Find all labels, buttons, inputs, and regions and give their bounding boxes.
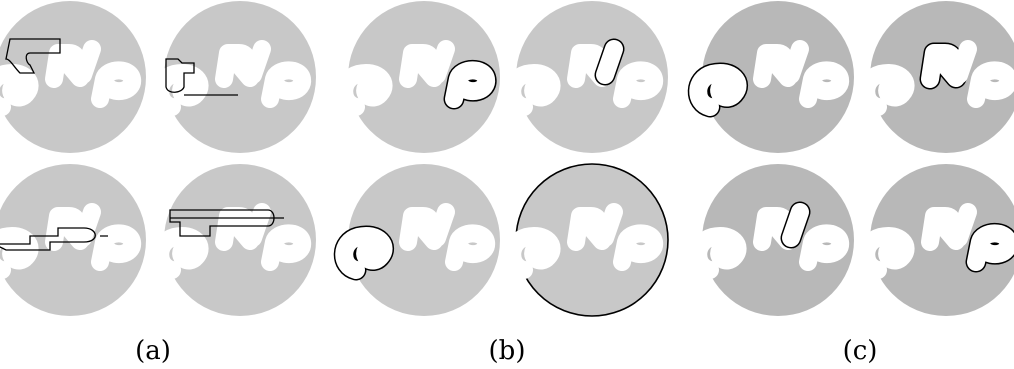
panel-b-caption-group: (b)	[489, 336, 526, 366]
panel-b-disk-3	[344, 164, 500, 316]
panel-a-disk-3	[0, 164, 146, 316]
panel-a-disk-2	[160, 1, 316, 153]
glyph-l	[605, 49, 614, 75]
glyph-l	[959, 212, 968, 238]
glyph-e	[160, 236, 199, 270]
glyph-p	[454, 233, 486, 262]
glyph-p	[976, 70, 1008, 99]
panel-a-disk-4	[160, 164, 316, 316]
trace-path	[165, 58, 238, 96]
glyph-l	[791, 212, 800, 238]
panel-b-disk-4	[512, 163, 669, 317]
glyph-e	[512, 73, 551, 107]
glyph-l	[253, 49, 262, 75]
panel-b-disk-1	[344, 1, 500, 153]
glyph-e	[0, 236, 30, 270]
glyph-l	[253, 212, 262, 238]
disks-layer	[0, 1, 1014, 317]
panel-c-disk-3	[698, 164, 854, 316]
glyph-l	[83, 49, 92, 75]
glyph-e	[866, 73, 905, 107]
glyph-p	[270, 233, 302, 262]
glyph-p	[622, 233, 654, 262]
panel-a-caption-group: (a)	[135, 336, 171, 366]
trace-path	[5, 38, 61, 74]
disk-background	[870, 164, 1014, 316]
panel-c-disk-1	[698, 1, 854, 153]
trace-path	[0, 227, 108, 251]
glyph-l	[437, 49, 446, 75]
glyph-l	[791, 49, 800, 75]
glyph-p	[976, 233, 1008, 262]
glyph-e	[344, 236, 383, 270]
glyph-p	[454, 70, 486, 99]
panel-a-caption: (a)	[135, 336, 171, 366]
glyph-l	[83, 212, 92, 238]
panel-c-disk-4	[866, 164, 1014, 316]
glyph-e	[698, 73, 737, 107]
panel-c-caption: (c)	[843, 336, 878, 366]
glyph-e	[866, 236, 905, 270]
glyph-l	[959, 49, 968, 75]
panel-b-disk-2	[512, 1, 668, 153]
glyph-l	[437, 212, 446, 238]
glyph-l	[605, 212, 614, 238]
panel-a-disk-1	[0, 1, 146, 153]
panel-c-caption-group: (c)	[843, 336, 878, 366]
glyph-p	[622, 70, 654, 99]
glyph-p	[808, 70, 840, 99]
glyph-e	[698, 236, 737, 270]
glyph-p	[808, 233, 840, 262]
trace-path	[169, 209, 284, 237]
glyph-e	[344, 73, 383, 107]
glyph-e	[512, 236, 551, 270]
glyph-p	[100, 70, 132, 99]
glyph-p	[270, 70, 302, 99]
panel-b-caption: (b)	[489, 336, 526, 366]
glyph-p	[100, 233, 132, 262]
glyph-e	[0, 73, 30, 107]
panel-c-disk-2	[866, 1, 1014, 153]
